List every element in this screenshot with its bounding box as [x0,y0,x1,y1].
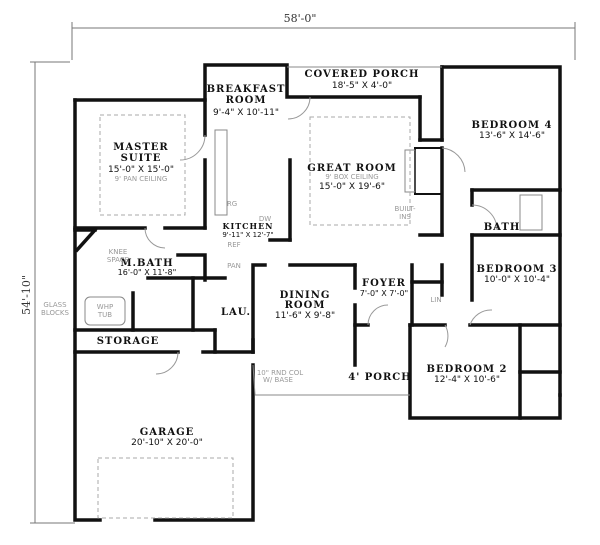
room-covered-porch: COVERED PORCH 18'-5" X 4'-0" [305,69,420,91]
svg-text:RG: RG [227,200,237,208]
svg-text:10" RND COL: 10" RND COL [257,369,303,377]
svg-text:13'-6" X 14'-6": 13'-6" X 14'-6" [479,131,545,141]
svg-text:11'-6" X 9'-8": 11'-6" X 9'-8" [275,311,335,321]
room-porch: 4' PORCH [348,372,411,383]
svg-text:FOYER: FOYER [362,278,406,289]
room-master-bath: M.BATH 16'-0" X 11'-8" [118,258,177,277]
room-bedroom-4: BEDROOM 4 13'-6" X 14'-6" [472,120,553,141]
svg-text:10'-0" X 10'-4": 10'-0" X 10'-4" [484,275,550,285]
svg-text:WHP: WHP [97,303,113,311]
depth-dimension: 54'-10" [20,275,33,315]
svg-text:ROOM: ROOM [226,95,267,106]
svg-text:TUB: TUB [97,311,112,319]
width-dimension: 58'-0" [284,12,317,25]
svg-text:BEDROOM 4: BEDROOM 4 [472,120,553,131]
fireplace [414,147,443,195]
svg-text:BREAKFAST: BREAKFAST [207,84,286,95]
svg-text:9'-4" X 10'-11": 9'-4" X 10'-11" [213,108,279,118]
svg-text:18'-5" X 4'-0": 18'-5" X 4'-0" [332,81,392,91]
room-dining: DINING ROOM 11'-6" X 9'-8" [275,290,335,321]
svg-text:GLASS: GLASS [43,301,67,309]
svg-text:LIN: LIN [430,296,441,304]
svg-text:INS: INS [399,213,411,221]
svg-text:M.BATH: M.BATH [120,258,173,269]
svg-text:KITCHEN: KITCHEN [223,221,274,231]
svg-text:15'-0" X 15'-0": 15'-0" X 15'-0" [108,165,174,175]
svg-text:16'-0" X 11'-8": 16'-0" X 11'-8" [118,268,177,277]
svg-text:7'-0" X 7'-0": 7'-0" X 7'-0" [360,289,408,298]
room-master-suite: MASTER SUITE 15'-0" X 15'-0" 9' PAN CEIL… [108,142,174,183]
svg-text:SPACE: SPACE [107,256,129,264]
svg-text:KNEE: KNEE [109,248,128,256]
svg-text:SUITE: SUITE [121,153,162,164]
room-kitchen: KITCHEN 9'-11" X 12'-7" [222,221,273,239]
svg-text:DINING: DINING [280,290,331,301]
svg-text:REF: REF [227,241,240,249]
svg-text:COVERED PORCH: COVERED PORCH [305,69,420,80]
room-garage: GARAGE 20'-10" X 20'-0" [131,427,203,448]
room-bedroom-2: BEDROOM 2 12'-4" X 10'-6" [427,364,508,385]
room-breakfast: BREAKFAST ROOM 9'-4" X 10'-11" [207,84,286,118]
porch-outlines [84,66,543,519]
svg-text:W/ BASE: W/ BASE [263,376,293,384]
room-laundry: LAU. [221,307,251,318]
room-bath: BATH [484,222,521,233]
svg-text:DW: DW [259,215,271,223]
svg-text:9'-11" X 12'-7": 9'-11" X 12'-7" [222,231,273,239]
svg-text:20'-10" X 20'-0": 20'-10" X 20'-0" [131,438,203,448]
svg-text:GREAT ROOM: GREAT ROOM [307,163,396,174]
svg-text:12'-4" X 10'-6": 12'-4" X 10'-6" [434,375,500,385]
room-bedroom-3: BEDROOM 3 10'-0" X 10'-4" [477,264,558,285]
room-foyer: FOYER 7'-0" X 7'-0" [360,278,408,298]
svg-text:9' BOX CEILING: 9' BOX CEILING [325,173,378,181]
room-great-room: GREAT ROOM 9' BOX CEILING 15'-0" X 19'-6… [307,163,396,192]
svg-text:BEDROOM 3: BEDROOM 3 [477,264,558,275]
svg-text:BEDROOM 2: BEDROOM 2 [427,364,508,375]
door-swings [144,96,498,375]
fixture-notes: RG DW REF PAN KNEE SPACE GLASS BLOCKS WH… [41,200,442,384]
svg-text:ROOM: ROOM [285,300,326,311]
walls [73,63,562,522]
svg-text:PAN: PAN [227,262,241,270]
svg-text:MASTER: MASTER [113,142,168,153]
svg-text:GARAGE: GARAGE [140,427,195,438]
room-storage: STORAGE [97,336,160,347]
dimension-lines [30,22,576,524]
svg-text:9' PAN CEILING: 9' PAN CEILING [115,175,168,183]
svg-text:BUILT-: BUILT- [394,205,416,213]
svg-text:BLOCKS: BLOCKS [41,309,69,317]
svg-text:15'-0" X 19'-6": 15'-0" X 19'-6" [319,182,385,192]
